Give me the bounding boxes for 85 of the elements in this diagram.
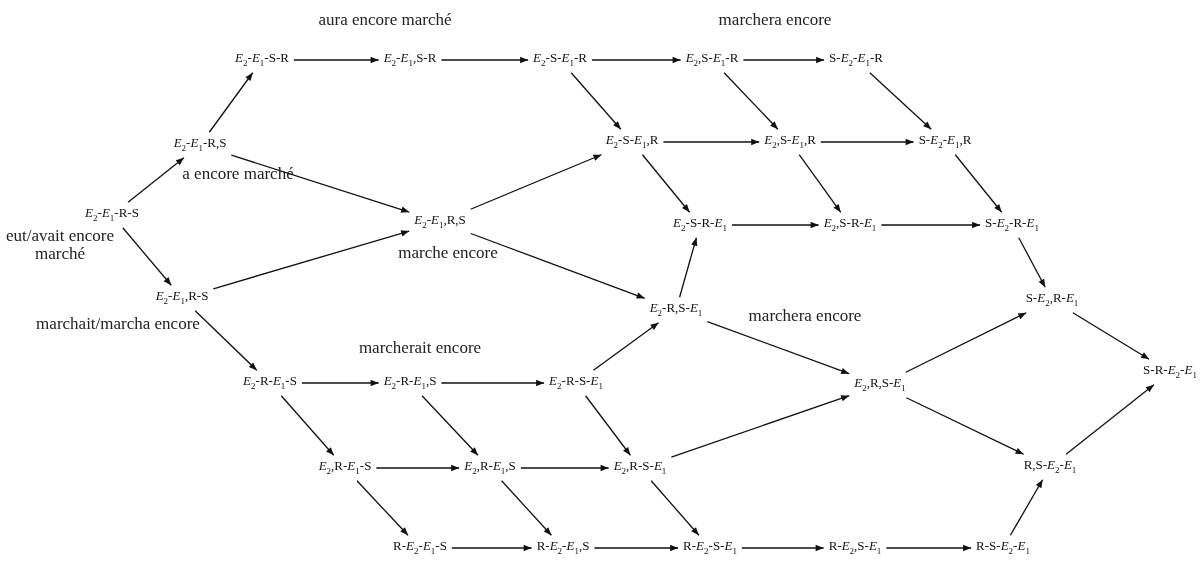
arrow [280, 395, 335, 456]
tense-label: marcherait encore [358, 339, 482, 357]
arrow [293, 56, 380, 64]
state-label: S-E$_{2}$-R-E$_{1}$ [985, 216, 1039, 234]
state-label: E$_{2}$-R-E$_{1}$-S [243, 374, 297, 392]
arrow [520, 464, 610, 472]
arrow [678, 237, 698, 298]
arrow [731, 221, 820, 229]
state-label: E$_{2}$,R-S-E$_{1}$ [613, 459, 667, 477]
arrow [451, 544, 533, 552]
state-label: E$_{2}$,S-R-E$_{1}$ [823, 216, 877, 234]
arrow [194, 310, 258, 371]
arrow [641, 154, 691, 213]
state-label: S-E$_{2}$-E$_{1}$,R [918, 133, 972, 151]
arrow [208, 72, 254, 133]
state-label: E$_{2}$-S-R-E$_{1}$ [673, 216, 727, 234]
arrow [421, 395, 479, 456]
state-label: E$_{2}$-E$_{1}$-S-R [235, 51, 289, 69]
arrow [650, 480, 700, 536]
state-label: R-E$_{2}$,S-E$_{1}$ [828, 539, 882, 557]
state-label: E$_{2}$,R-E$_{1}$-S [318, 459, 372, 477]
arrow [869, 72, 932, 130]
tense-label: aura encore marché [318, 11, 452, 29]
state-label: E$_{2}$-R-E$_{1}$,S [383, 374, 437, 392]
state-label: E$_{2}$-S-E$_{1}$-R [533, 51, 587, 69]
state-label: E$_{2}$-R-S-E$_{1}$ [549, 374, 603, 392]
arrow [230, 154, 410, 213]
arrow [880, 221, 981, 229]
arrow [670, 395, 850, 458]
state-label: E$_{2}$-E$_{1}$,S-R [383, 51, 437, 69]
state-label: E$_{2}$-R,S-E$_{1}$ [649, 301, 703, 319]
tense-label: marchera encore [748, 307, 862, 325]
state-label: E$_{2}$-E$_{1}$,R,S [414, 213, 466, 231]
arrow [375, 464, 460, 472]
state-label: E$_{2}$-S-E$_{1}$,R [605, 133, 659, 151]
state-label: E$_{2}$-E$_{1}$-R-S [85, 206, 139, 224]
arrow [723, 72, 779, 130]
tense-label: eut/avait encore marché [5, 227, 115, 263]
state-label: E$_{2}$,R-E$_{1}$,S [464, 459, 516, 477]
tense-label: marchera encore [718, 11, 832, 29]
state-label: E$_{2}$-E$_{1}$,R-S [155, 289, 209, 307]
arrow [592, 322, 660, 371]
arrow [706, 320, 850, 375]
arrow [356, 480, 409, 536]
arrow [1065, 384, 1155, 455]
tense-label: marche encore [398, 244, 498, 262]
state-label: E$_{2}$-E$_{1}$-R,S [173, 136, 227, 154]
arrow [122, 227, 172, 286]
tense-label: a encore marché [182, 165, 294, 183]
state-label: R-E$_{2}$-E$_{1}$-S [393, 539, 447, 557]
state-label: R-E$_{2}$-E$_{1}$,S [536, 539, 590, 557]
arrow [591, 56, 682, 64]
arrow [570, 72, 622, 130]
arrow [301, 379, 380, 387]
arrow [440, 379, 545, 387]
state-label: S-E$_{2}$,R-E$_{1}$ [1025, 291, 1079, 309]
arrow [885, 544, 972, 552]
state-label: S-E$_{2}$-E$_{1}$-R [829, 51, 883, 69]
arrow [1072, 312, 1150, 360]
arrow [1018, 237, 1046, 288]
arrow [820, 138, 915, 146]
arrow [741, 544, 825, 552]
tense-label: marchait/marcha encore [36, 315, 200, 333]
state-label: R-E$_{2}$-S-E$_{1}$ [683, 539, 737, 557]
state-label: E$_{2}$,S-E$_{1}$-R [685, 51, 739, 69]
arrow [127, 157, 185, 203]
arrow [742, 56, 825, 64]
arrow [212, 230, 410, 290]
arrow [1009, 479, 1044, 536]
state-label: E$_{2}$,R,S-E$_{1}$ [854, 376, 906, 394]
arrow [662, 138, 760, 146]
arrow [469, 154, 603, 210]
arrow [593, 544, 679, 552]
arrow [905, 397, 1025, 455]
state-label: R,S-E$_{2}$-E$_{1}$ [1023, 458, 1077, 476]
state-label: R-S-E$_{2}$-E$_{1}$ [976, 539, 1030, 557]
arrow [798, 154, 842, 213]
arrow [905, 312, 1027, 373]
arrow [954, 154, 1003, 213]
arrow [501, 480, 552, 536]
state-label: E$_{2}$,S-E$_{1}$,R [764, 133, 816, 151]
arrow [584, 395, 632, 456]
arrow [440, 56, 529, 64]
state-label: S-R-E$_{2}$-E$_{1}$ [1143, 363, 1197, 381]
arrow [470, 232, 646, 299]
